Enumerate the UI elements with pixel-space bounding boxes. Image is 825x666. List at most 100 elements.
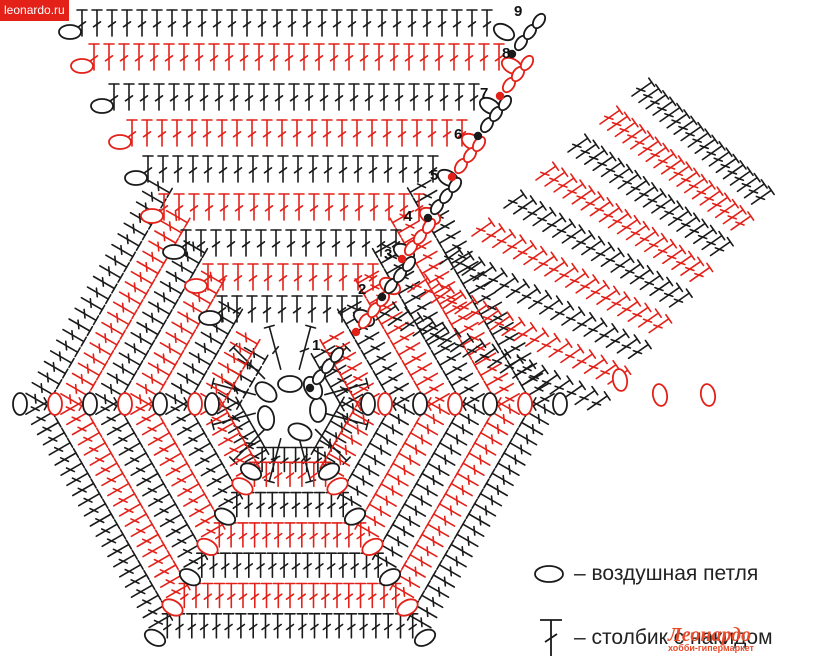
dc-stitch [71, 372, 97, 391]
dc-stitch [536, 332, 561, 353]
dc-stitch [395, 341, 421, 360]
dc-stitch [343, 522, 355, 548]
dc-stitch [141, 119, 153, 147]
dc-stitch [610, 253, 635, 273]
dc-stitch [424, 458, 450, 477]
dc-stitch [554, 262, 579, 283]
dc-stitch [117, 233, 143, 252]
dc-stitch [296, 612, 309, 639]
dc-stitch [263, 324, 282, 371]
dc-stitch [505, 278, 530, 299]
dc-stitch [154, 559, 179, 578]
dc-stitch [689, 262, 714, 283]
dc-stitch [337, 427, 363, 446]
dc-stitch [471, 291, 497, 310]
dc-stitch [502, 234, 527, 254]
dc-stitch [315, 229, 327, 257]
site-label[interactable]: leonardo.ru [0, 0, 69, 21]
dc-stitch [83, 437, 109, 456]
dc-stitch [366, 438, 392, 457]
dc-stitch [210, 229, 222, 257]
dc-stitch [331, 522, 343, 548]
dc-stitch [260, 522, 273, 548]
dc-stitch [95, 458, 121, 477]
dc-stitch [260, 582, 273, 609]
dc-stitch [412, 539, 438, 558]
dc-stitch [249, 582, 261, 609]
dc-stitch [95, 519, 121, 538]
dc-stitch [532, 206, 557, 227]
dc-stitch [133, 43, 145, 71]
chain-stitch [184, 278, 208, 294]
dc-stitch [158, 193, 170, 221]
dc-stitch [336, 295, 348, 323]
chain-stitch [611, 368, 629, 392]
dc-stitch [278, 491, 290, 518]
dc-stitch [600, 157, 625, 178]
dc-stitch [308, 612, 321, 639]
dc-stitch [442, 488, 468, 507]
dc-stitch [538, 295, 564, 315]
dc-stitch [348, 552, 361, 579]
legend-chain-label: – воздушная петля [574, 562, 759, 585]
dc-stitch [378, 582, 390, 609]
dc-stitch [442, 240, 467, 259]
dc-stitch [349, 407, 374, 426]
dc-stitch [313, 552, 326, 579]
dc-stitch [123, 222, 149, 241]
dc-stitch [478, 43, 490, 71]
dc-stitch [412, 250, 438, 269]
dc-stitch [72, 478, 97, 497]
dc-stitch [95, 331, 121, 350]
dc-stitch [212, 417, 237, 436]
dc-stitch [68, 318, 94, 337]
dc-stitch [436, 437, 462, 456]
dc-stitch [193, 43, 205, 71]
dc-stitch [136, 260, 162, 279]
dc-stitch [471, 437, 497, 456]
brand-tagline: хобби-гипермаркет [668, 643, 754, 653]
dc-stitch [266, 491, 279, 518]
dc-stitch [701, 140, 726, 161]
dc-stitch [262, 263, 274, 291]
chain-stitch [162, 244, 186, 260]
legend-dc-symbol [540, 619, 562, 656]
dc-stitch [454, 294, 479, 315]
chain-stitch [58, 24, 82, 40]
dc-stitch [106, 372, 132, 391]
dc-stitch [580, 191, 605, 211]
dc-stitch [159, 509, 185, 528]
chain-stitch [82, 392, 98, 416]
dc-stitch [118, 43, 130, 71]
dc-stitch [278, 193, 290, 221]
dc-stitch [195, 229, 207, 257]
dc-stitch [406, 179, 432, 198]
dc-stitch [401, 437, 427, 456]
dc-stitch [248, 193, 260, 221]
dc-stitch [625, 175, 651, 196]
dc-stitch [494, 458, 520, 477]
dc-stitch [542, 212, 567, 233]
dc-stitch [151, 9, 163, 37]
dc-stitch [477, 362, 503, 381]
dc-stitch [673, 115, 698, 135]
dc-stitch [406, 9, 418, 37]
chain-stitch [447, 392, 463, 416]
dc-stitch [229, 341, 255, 360]
dc-stitch [378, 372, 404, 391]
dc-stitch [709, 236, 734, 257]
dc-stitch [91, 9, 103, 37]
dc-stitch [337, 155, 349, 183]
chain-stitch [124, 170, 148, 186]
dc-stitch [645, 90, 670, 110]
dc-stitch [692, 224, 718, 245]
dc-stitch [583, 145, 609, 165]
dc-stitch [112, 362, 138, 381]
slip-stitch [423, 213, 433, 223]
dc-stitch [293, 193, 305, 221]
dc-stitch [147, 427, 173, 446]
dc-stitch [372, 362, 398, 381]
dc-stitch [223, 438, 249, 457]
